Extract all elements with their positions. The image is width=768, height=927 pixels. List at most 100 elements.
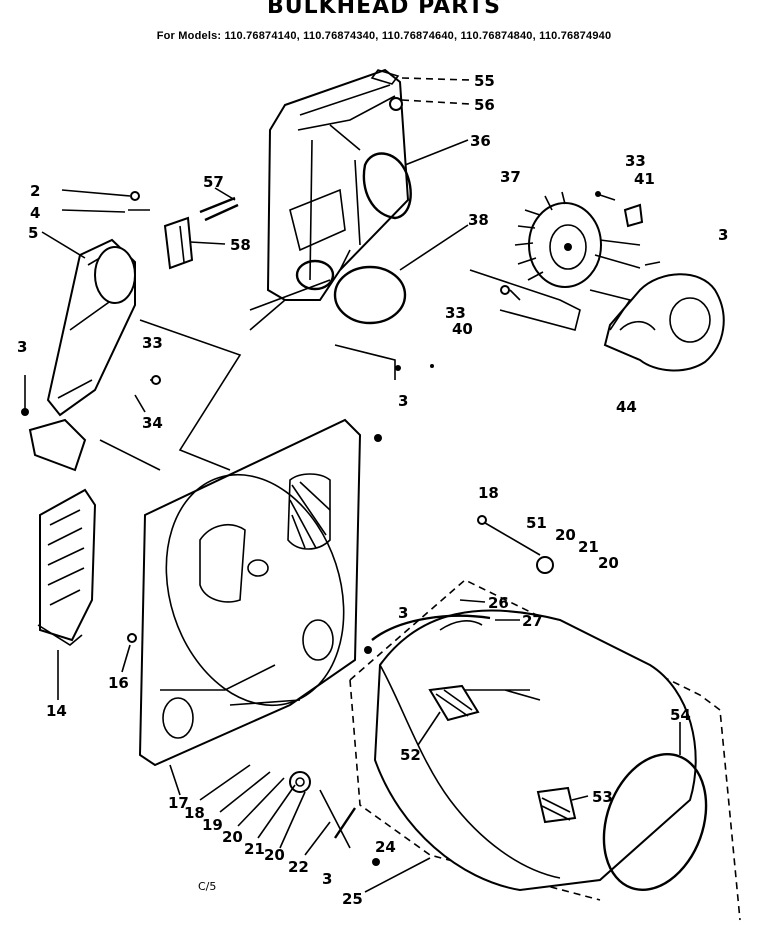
callout-56: 56 (474, 96, 495, 114)
roller-upper-20-21 (536, 556, 554, 574)
callout-4: 4 (30, 204, 40, 222)
screw-24 (334, 807, 356, 839)
motor-mount-58 (163, 216, 194, 270)
screw-3d (364, 646, 372, 654)
leader-18b (199, 764, 251, 801)
shaft-22 (319, 789, 351, 849)
screw-3b (374, 434, 382, 442)
blower-outline-box (469, 269, 632, 331)
front-bulkhead-panel-17 (138, 418, 362, 767)
callout-58: 58 (230, 236, 251, 254)
callout-20: 20 (222, 828, 243, 846)
callout-37: 37 (500, 168, 521, 186)
callout-22: 22 (288, 858, 309, 876)
callout-21: 21 (244, 840, 265, 858)
callout-20: 20 (555, 526, 576, 544)
leader-21b (257, 784, 296, 839)
callout-2: 2 (30, 182, 40, 200)
footer-code: C/5 (198, 880, 216, 893)
leader-53 (571, 795, 589, 801)
callout-33: 33 (445, 304, 466, 322)
callout-27: 27 (522, 612, 543, 630)
leader-34 (134, 394, 146, 413)
callout-41: 41 (634, 170, 655, 188)
callout-20: 20 (264, 846, 285, 864)
spring-57 (199, 196, 239, 222)
callout-3: 3 (398, 392, 408, 410)
callout-3: 3 (398, 604, 408, 622)
screw-33a (595, 191, 616, 201)
callout-38: 38 (468, 211, 489, 229)
callout-26: 26 (488, 594, 509, 612)
screw-41 (623, 203, 644, 228)
callout-19: 19 (202, 816, 223, 834)
callout-57: 57 (203, 173, 224, 191)
drum-25 (349, 579, 741, 921)
callout-53: 53 (592, 788, 613, 806)
callout-16: 16 (108, 674, 129, 692)
callout-33: 33 (625, 152, 646, 170)
callout-18: 18 (478, 484, 499, 502)
washer-40 (500, 285, 521, 301)
screw-3e (372, 858, 380, 866)
duct-seal-36 (362, 152, 412, 220)
callout-3: 3 (322, 870, 332, 888)
leader-55 (401, 77, 471, 81)
callout-5: 5 (28, 224, 38, 242)
callout-14: 14 (46, 702, 67, 720)
screw-33c (150, 375, 161, 385)
callout-40: 40 (452, 320, 473, 338)
callout-25: 25 (342, 890, 363, 908)
screw-2 (130, 191, 140, 201)
leader-20c (237, 777, 285, 827)
callout-36: 36 (470, 132, 491, 150)
callout-3: 3 (17, 338, 27, 356)
leader-58 (189, 241, 226, 245)
leader-17 (169, 764, 181, 796)
blower-wheel-37 (514, 191, 602, 288)
leader-25 (364, 857, 431, 893)
drum-seal-27 (371, 614, 491, 641)
front-seal-54 (602, 753, 708, 891)
leader-57 (214, 187, 236, 201)
leader-5 (41, 231, 86, 259)
callout-21: 21 (578, 538, 599, 556)
leader-38 (399, 224, 469, 271)
leader-52 (417, 711, 441, 746)
baffle-53 (536, 786, 577, 824)
callout-17: 17 (168, 794, 189, 812)
screw-3c (21, 375, 29, 416)
callout-51: 51 (526, 514, 547, 532)
leader-16 (121, 644, 131, 673)
callout-33: 33 (142, 334, 163, 352)
callout-18: 18 (184, 804, 205, 822)
blower-housing-44 (603, 273, 725, 372)
callout-34: 34 (142, 414, 163, 432)
rear-duct-assembly (249, 68, 410, 331)
screw-3a (644, 261, 661, 266)
leader-19 (219, 771, 271, 813)
roller-20-21 (289, 771, 311, 793)
leader-20d (279, 791, 306, 849)
baffle-52 (428, 684, 480, 722)
leader-36 (404, 139, 469, 166)
bracket-34-base (28, 418, 87, 472)
leader-56 (401, 99, 471, 105)
leader-26 (459, 599, 486, 603)
callout-52: 52 (400, 746, 421, 764)
lint-duct-14 (37, 488, 97, 646)
leader-4 (61, 209, 126, 213)
model-list: For Models: 110.76874140, 110.76874340, … (156, 30, 612, 42)
callout-55: 55 (474, 72, 495, 90)
callout-24: 24 (375, 838, 396, 856)
page-title: BULKHEAD PARTS (266, 0, 502, 19)
leader-22 (304, 821, 331, 856)
screw-16 (127, 633, 137, 643)
leader-2 (61, 189, 131, 197)
callout-3: 3 (718, 226, 728, 244)
belt-5 (46, 238, 136, 417)
duct-seal-38 (333, 265, 407, 325)
callout-44: 44 (616, 398, 637, 416)
callout-54: 54 (670, 706, 691, 724)
